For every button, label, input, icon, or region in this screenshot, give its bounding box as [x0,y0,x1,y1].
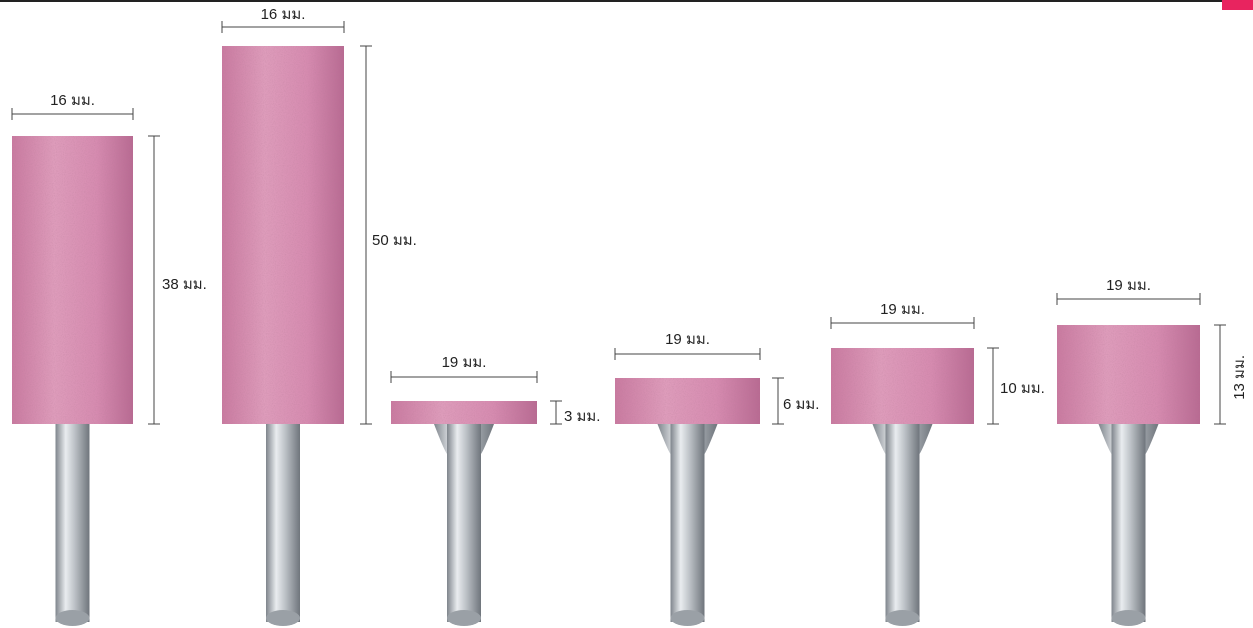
mounted-point-2 [221,21,372,626]
height-dimension [550,400,562,425]
shank [434,424,494,626]
width-dimension [1056,293,1201,305]
stone-texture [831,348,974,424]
width-label: 16 มม. [260,6,306,23]
stone-texture [222,46,344,424]
mounted-point-5 [830,317,999,626]
width-label: 19 มม. [880,301,925,318]
width-dimension [11,108,134,120]
width-dimension [221,21,345,33]
shank-tip [885,610,920,626]
stone-texture [615,378,760,424]
height-dimension [360,45,372,425]
accent-tab [1222,0,1253,10]
height-dimension [148,135,160,425]
mounted-point-4 [614,348,784,626]
mounted-point-1 [11,108,160,626]
height-label: 50 มม. [372,232,417,249]
width-label: 19 มม. [665,331,710,348]
shank-tip [1111,610,1146,626]
height-dimension [1214,324,1226,425]
height-label: 38 มม. [162,276,207,293]
width-label: 19 มม. [441,354,487,371]
shank [266,424,300,626]
shank-body [266,424,300,622]
shank-tip [670,610,705,626]
shank [1098,424,1159,626]
shank-tip [55,610,90,626]
stone-texture [1057,325,1200,424]
height-label: 13 มม. [1231,355,1248,400]
mounted-point-6 [1056,293,1226,626]
shank-body [55,424,90,622]
height-dimension [987,347,999,425]
shank-body [670,424,705,622]
width-label: 19 มม. [1106,277,1151,294]
width-label: 16 มม. [50,92,95,109]
shank-body [447,424,481,622]
stone-texture [12,136,133,424]
height-label: 6 มม. [783,396,820,413]
height-label: 3 มม. [564,408,601,425]
mounted-point-3 [390,371,562,626]
shank-body [885,424,920,622]
height-dimension [772,377,784,425]
shank [657,424,718,626]
shank-body [1111,424,1146,622]
shank [872,424,933,626]
width-dimension [830,317,975,329]
shank-tip [447,610,481,626]
stone-texture [391,401,537,424]
height-label: 10 มม. [1000,380,1045,397]
shank [55,424,90,626]
width-dimension [390,371,538,383]
shank-tip [266,610,300,626]
width-dimension [614,348,761,360]
